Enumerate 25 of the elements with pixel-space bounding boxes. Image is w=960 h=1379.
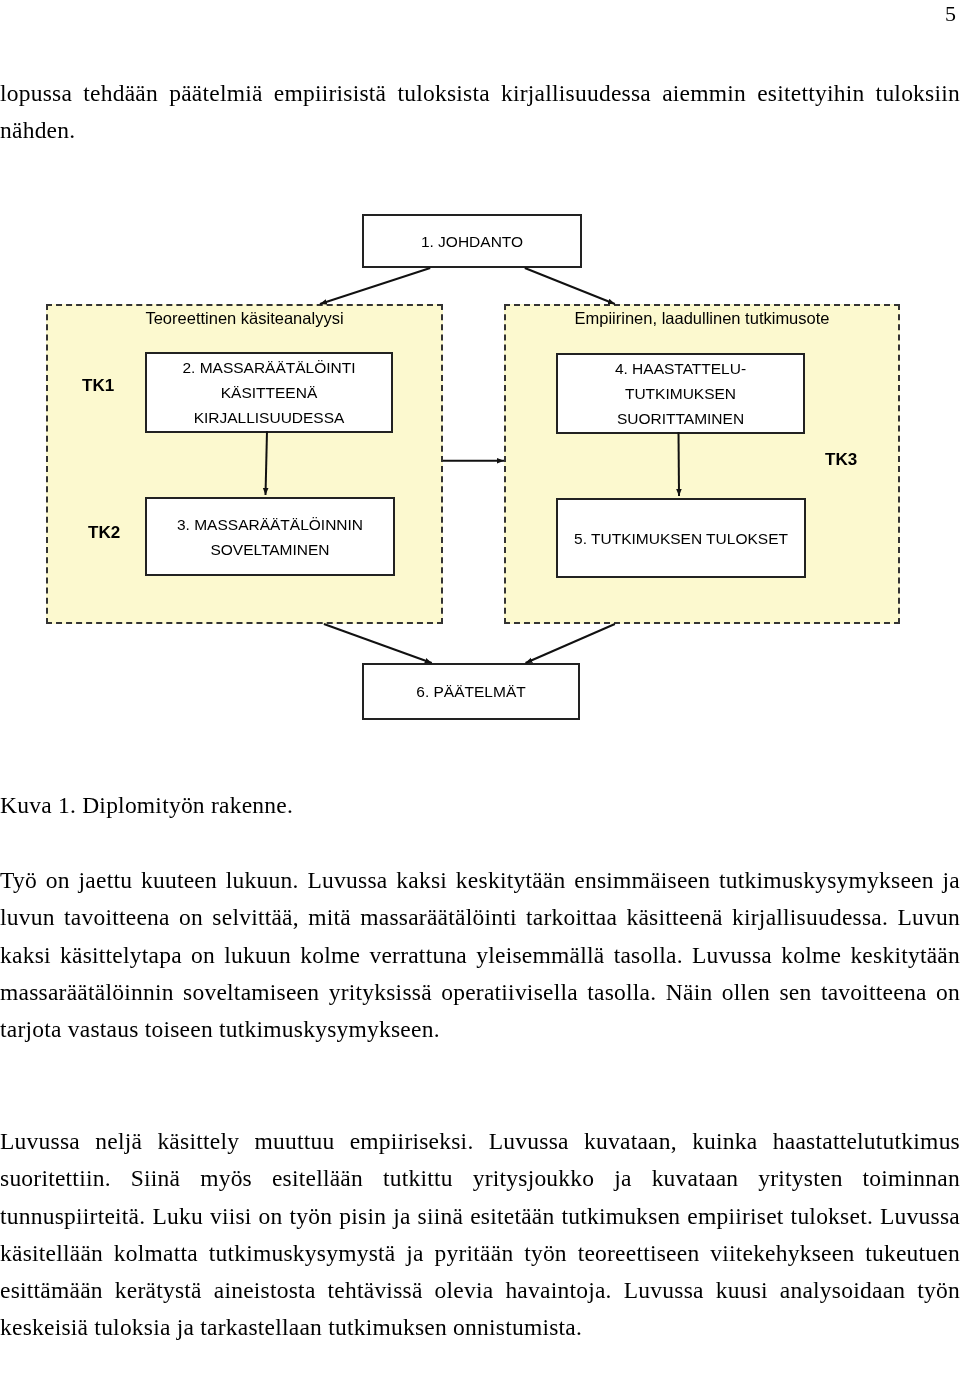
figure-caption: Kuva 1. Diplomityön rakenne. [0,791,294,820]
chapter-box: 2. MASSARÄÄTÄLÖINTI KÄSITTEENÄ KIRJALLISUUDESSA [145,352,393,433]
chapter-box: 4. HAASTATTELU- TUTKIMUKSEN SUORITTAMINEN [556,353,805,434]
dashed-group-panel [46,304,443,624]
arrow [318,267,432,305]
arrow [262,430,269,496]
body-paragraph: lopussa tehdään päätelmiä empiirisistä tuloksista kirjallisuudessa aiemmin esitettyihin tuloksiin nähden. [0,79,960,145]
page-number: 5 [945,0,956,28]
chapter-box: 6. PÄÄTELMÄT [362,663,580,720]
body-paragraph: Työ on jaettu kuuteen lukuun. Luvussa kaksi keskitytään ensimmäiseen tutkimuskysymykseen ja luvun tavoitteena on selvittää, mitä massaräätälöinti tarkoittaa käsitteenä kirjallisuudessa. Luvun kaksi käsittelytapa on lukuun kolme verrattuna yleisemmällä tasolla. Luvussa kolme keskitytään massaräätälöinnin soveltamiseen yrityksissä operatiivisella tasolla. Näin ollen sen tavoitteena on tarjota vastaus toiseen tutkimuskysymykseen. [0,866,960,1045]
chapter-group-label: TK2 [88,522,121,544]
body-paragraph: Luvussa neljä käsittely muuttuu empiiriseksi. Luvussa kuvataan, kuinka haastattelututkimus suoritettiin. Siinä myös esitellään tutkittu yritysjoukko ja kuvataan yritysten toiminnan tunnuspiirteitä. Luku viisi on työn pisin ja siinä esitetään tutkimuksen empiiriset tulokset. Luvussa käsitellään kolmatta tutkimuskysymystä ja pyritään työn teoreettiseen viitekehykseen tukeutuen esittämään kerätystä aineistosta tehtävissä olevia havaintoja. Luvussa kuusi analysoidaan työn keskeisiä tuloksia ja tarkastellaan tutkimuksen onnistumista. [0,1127,960,1343]
chapter-group-label: TK3 [825,449,858,471]
chapter-box: 1. JOHDANTO [362,214,582,268]
chapter-box: 3. MASSARÄÄTÄLÖINNIN SOVELTAMINEN [145,497,395,576]
arrow [676,431,682,497]
arrow [523,267,616,305]
arrow [524,623,616,664]
arrow [322,623,433,664]
chapter-group-label: TK1 [82,375,115,397]
panel-heading: Teoreettinen käsiteanalyysi [144,308,345,329]
panel-heading: Empiirinen, laadullinen tutkimusote [573,308,831,329]
chapter-box: 5. TUTKIMUKSEN TULOKSET [556,498,806,578]
arrow [442,458,505,464]
dashed-group-panel [504,304,900,624]
